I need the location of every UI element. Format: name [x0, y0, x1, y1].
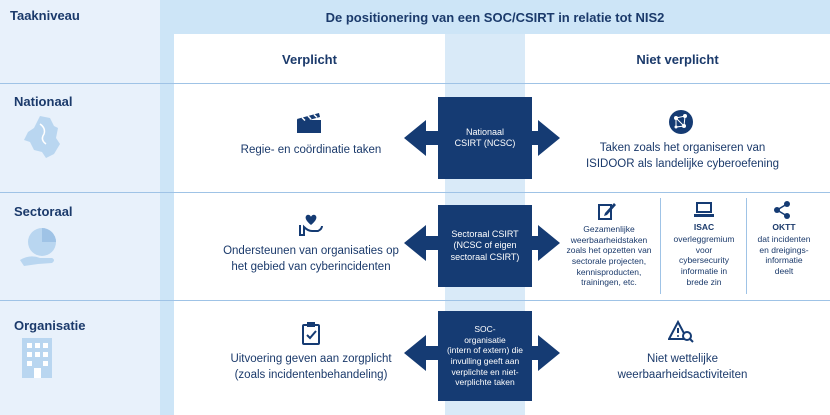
organisatie-verplicht-text: Uitvoering geven aan zorgplicht (zoals i… [230, 353, 392, 381]
sectoraal-sub-gezamenlijk-text: Gezamenlijke weerbaarheidstaken zoals he… [566, 224, 652, 288]
row-divider [0, 83, 830, 84]
diagram-title: De positionering van een SOC/CSIRT in re… [325, 9, 665, 25]
oktt-title: OKTT [772, 222, 796, 232]
building-icon [22, 338, 52, 378]
sub-column-divider [660, 198, 661, 294]
center-box-sectoraal: Sectoraal CSIRT (NCSC of eigen sectoraal… [438, 205, 532, 287]
center-box-organisatie: SOC- organisatie (intern of extern) die … [438, 311, 532, 401]
taakniveau-header: Taakniveau [10, 8, 80, 23]
isac-title: ISAC [693, 222, 715, 232]
share-icon [774, 201, 790, 219]
column-header-niet-verplicht: Niet verplicht [636, 52, 719, 67]
row-divider [0, 192, 830, 193]
nationaal-verplicht-text: Regie- en coördinatie taken [240, 144, 382, 156]
laptop-icon [694, 202, 714, 217]
center-box-nationaal: Nationaal CSIRT (NCSC) [438, 97, 532, 179]
isac-text: overleggremium voor cybersecurity inform… [673, 234, 735, 287]
pie-chart-hand-icon [20, 228, 56, 266]
globe-network-icon [669, 110, 693, 134]
clapperboard-icon [297, 113, 321, 133]
sectoraal-verplicht-text: Ondersteunen van organisaties op het geb… [223, 245, 399, 273]
clipboard-check-icon [302, 322, 320, 345]
column-header-verplicht: Verplicht [282, 52, 337, 67]
oktt-text: dat incidenten en dreigings- informatie … [757, 234, 811, 276]
row-label-sectoraal: Sectoraal [14, 204, 73, 219]
sub-column-divider [746, 198, 747, 294]
row-label-organisatie: Organisatie [14, 318, 86, 333]
row-divider [0, 300, 830, 301]
hand-heart-icon [299, 214, 323, 236]
netherlands-map-icon [24, 116, 60, 158]
row-label-nationaal: Nationaal [14, 94, 73, 109]
panel-niet-verplicht [525, 34, 830, 415]
edit-icon [598, 203, 616, 220]
panel-verplicht [174, 34, 445, 415]
organisatie-niet-verplicht-text: Niet wettelijke weerbaarheidsactiviteite… [617, 353, 748, 381]
nationaal-niet-verplicht-text: Taken zoals het organiseren van ISIDOOR … [585, 142, 780, 170]
warning-search-icon [668, 320, 694, 343]
